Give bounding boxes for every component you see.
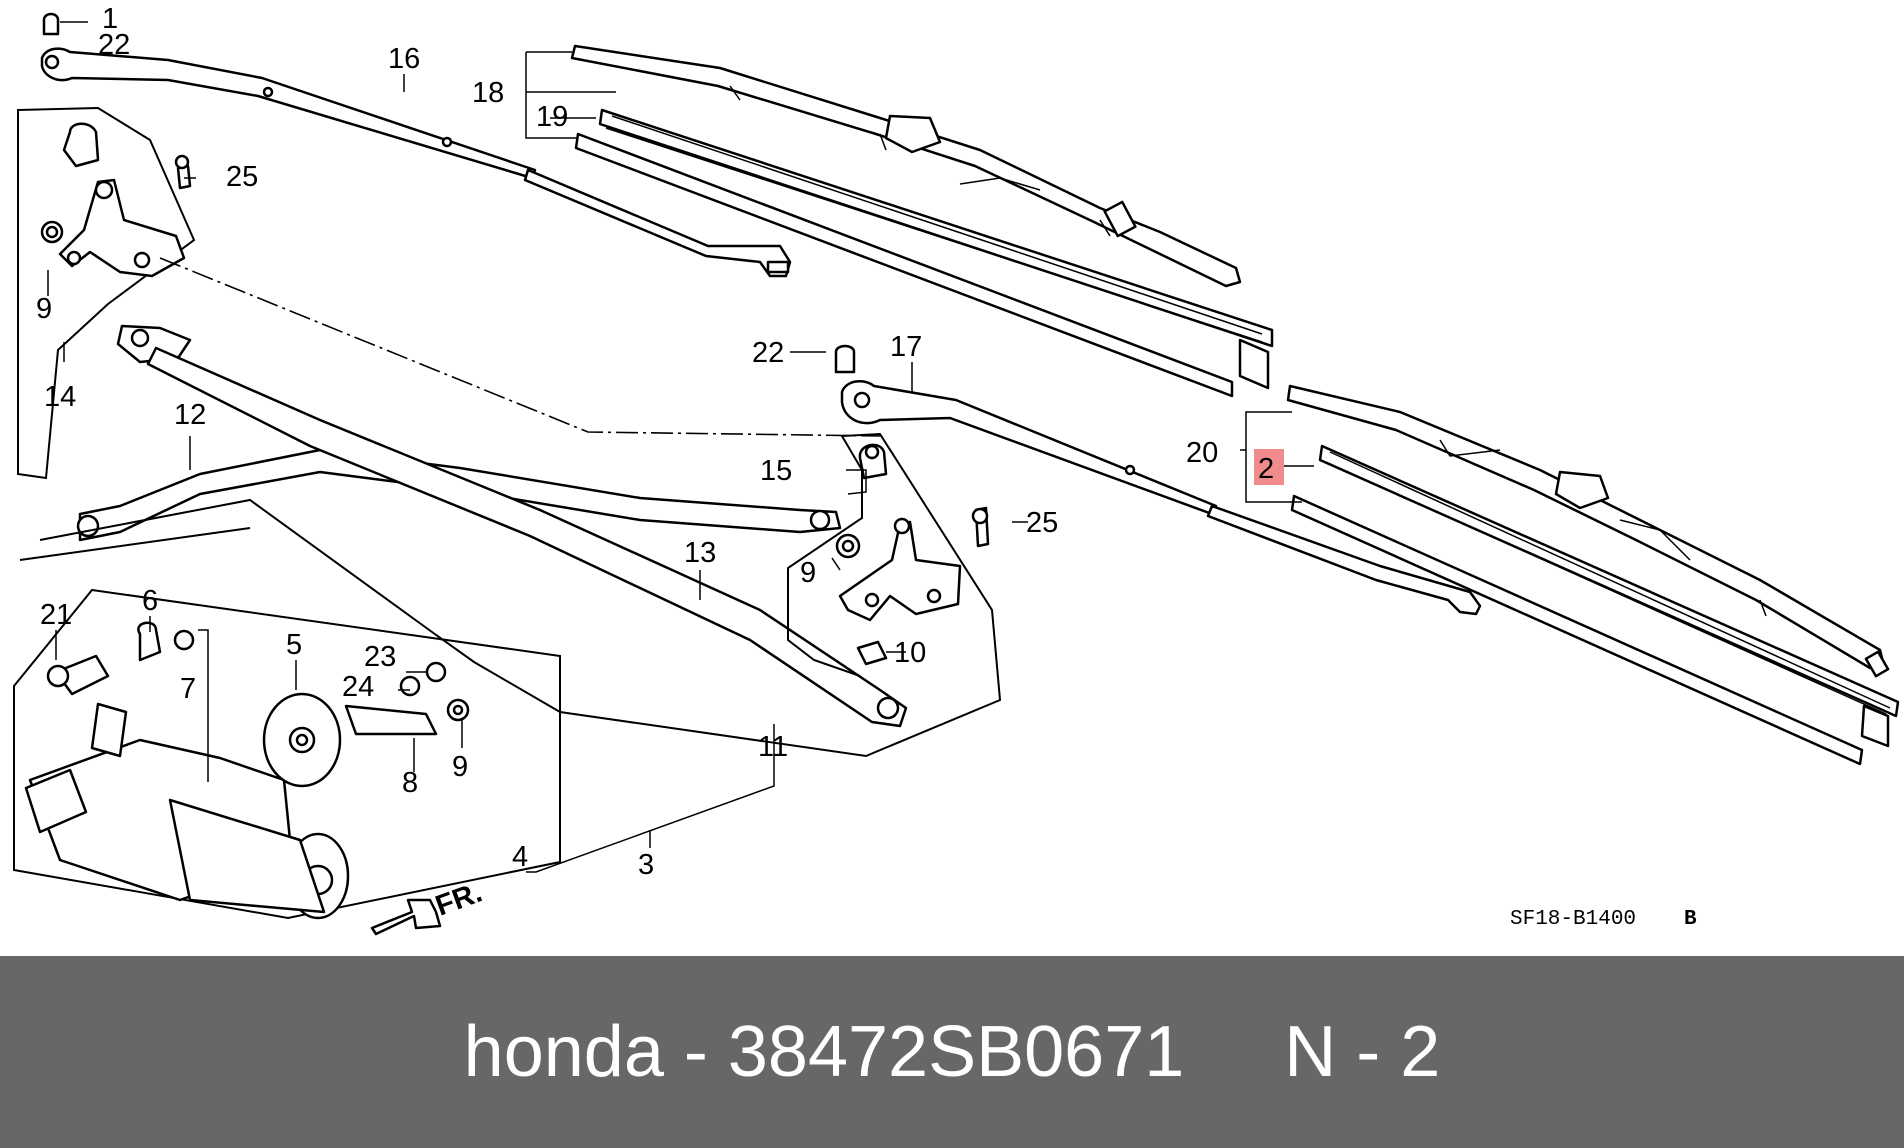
callout-9-right: 9 [800,557,816,589]
callout-5: 5 [286,629,302,661]
fr-label: FR. [431,877,486,923]
callout-21: 21 [40,599,72,631]
callout-22-upper: 22 [98,29,130,61]
wiper-blade-18 [570,44,1242,288]
callout-6: 6 [142,585,158,617]
callout-15: 15 [760,455,792,487]
blade-rubber-2 [1290,444,1900,766]
callout-1: 1 [102,3,118,35]
callout-labels: 1 22 16 18 19 25 9 14 12 22 17 20 2 15 2… [36,3,1274,881]
callout-2-highlighted: 2 [1258,453,1274,485]
callout-7: 7 [180,673,196,705]
leader-lines [47,21,1314,873]
callout-4: 4 [512,841,528,873]
callout-17: 17 [890,331,922,363]
callout-13: 13 [684,537,716,569]
callout-24: 24 [342,671,374,703]
blade-rubber-19 [574,108,1274,398]
callout-9-left: 9 [36,293,52,325]
callout-3: 3 [638,849,654,881]
diagram-revision: B [1684,908,1697,931]
wiper-parts-diagram: FR. [13,3,1900,936]
front-direction-arrow: FR. [370,877,486,936]
wiper-blade-20 [1286,384,1890,678]
callout-23: 23 [364,641,396,673]
callout-19: 19 [536,101,568,133]
part-number-caption: honda - 38472SB0671 N - 2 [463,1012,1441,1092]
wiper-arm-16 [40,47,792,278]
wiper-arm-17 [840,379,1482,616]
linkage-rod-13 [146,346,908,728]
callout-10: 10 [894,637,926,669]
callout-16: 16 [388,43,420,75]
link-outline [19,257,1002,758]
callout-11: 11 [758,731,788,763]
callout-14: 14 [44,381,76,413]
callout-25-right: 25 [1026,507,1058,539]
motor-assembly [13,588,561,920]
callout-9-motor: 9 [452,751,468,783]
callout-8: 8 [402,767,418,799]
highlight-box [1254,449,1284,485]
callout-12: 12 [174,399,206,431]
callout-20: 20 [1186,437,1218,469]
callout-25-upper: 25 [226,161,258,193]
right-pivot-bracket [834,344,990,666]
callout-22-right: 22 [752,337,784,369]
footer-bar: honda - 38472SB0671 N - 2 [0,956,1904,1148]
diagram-code: SF18-B1400 [1510,908,1636,931]
callout-18: 18 [472,77,504,109]
